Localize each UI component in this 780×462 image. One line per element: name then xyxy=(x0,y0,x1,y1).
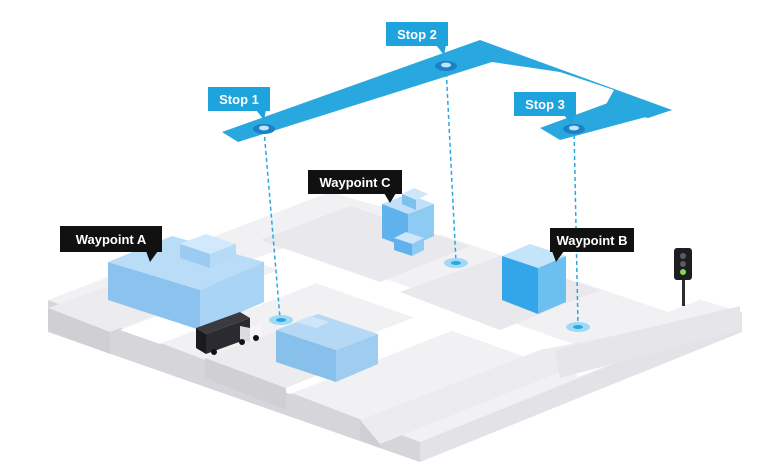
ground-target-3 xyxy=(566,322,590,332)
ground-target-markers xyxy=(269,258,590,332)
building-front-middle xyxy=(276,314,378,382)
stop-3-marker xyxy=(563,124,585,134)
waypoint-c-tag: Waypoint C xyxy=(308,170,402,203)
stop-3-tag: Stop 3 xyxy=(514,92,576,125)
truck-icon xyxy=(196,312,262,355)
drop-lines xyxy=(263,65,579,327)
stop-1-label: Stop 1 xyxy=(219,92,259,107)
waypoint-a-tag: Waypoint A xyxy=(60,226,162,262)
waypoint-b-tag: Waypoint B xyxy=(550,228,634,262)
waypoint-a-label: Waypoint A xyxy=(76,232,147,247)
ground-target-1 xyxy=(269,315,293,325)
traffic-light-icon xyxy=(674,248,692,306)
waypoint-b-label: Waypoint B xyxy=(556,233,627,248)
stop-2-marker xyxy=(435,61,457,71)
stop-3-label: Stop 3 xyxy=(525,97,565,112)
stop-2-label: Stop 2 xyxy=(397,27,437,42)
building-waypoint-b xyxy=(502,244,566,314)
delivery-route-path xyxy=(222,40,672,142)
route-stop-markers xyxy=(253,61,585,134)
stop-2-tag: Stop 2 xyxy=(386,22,448,55)
building-waypoint-c xyxy=(382,188,434,256)
stop-1-tag: Stop 1 xyxy=(208,87,270,120)
ground-target-2 xyxy=(444,258,468,268)
waypoint-c-label: Waypoint C xyxy=(319,175,391,190)
stop-1-marker xyxy=(253,124,275,134)
